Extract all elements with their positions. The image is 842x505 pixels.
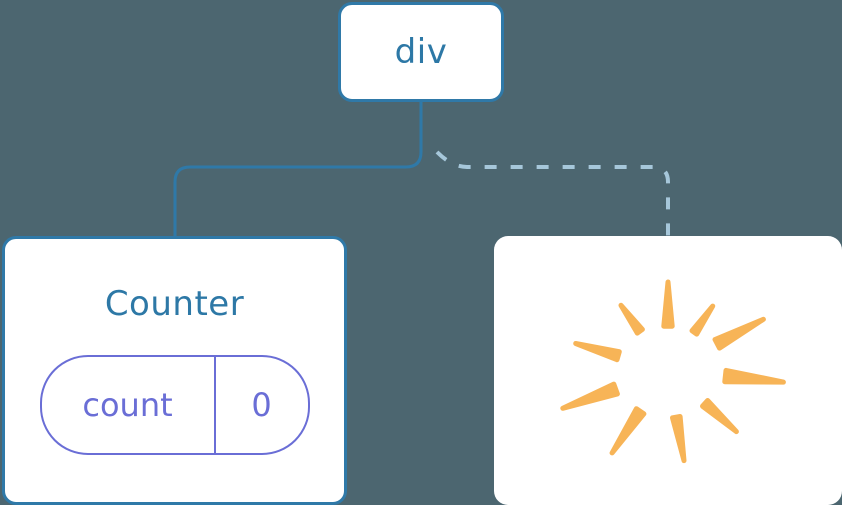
state-value: 0 (251, 386, 272, 424)
state-key: count (42, 357, 216, 453)
sparkle-ray-10 (618, 302, 645, 336)
sparkle-ray-6 (670, 414, 687, 464)
edge-div-to-counter (173, 100, 423, 238)
node-counter-label: Counter (104, 284, 245, 324)
state-pill[interactable]: count 0 (39, 355, 310, 455)
sparkle-ray-1 (661, 279, 675, 329)
sparkle-ray-8 (560, 381, 620, 411)
node-div[interactable]: div (338, 2, 504, 102)
sparkle-ray-3 (712, 316, 766, 351)
node-div-label: div (394, 32, 448, 72)
sparkle-ray-9 (573, 341, 622, 363)
sparkle-ray-2 (689, 303, 716, 337)
sparkle-burst-icon (560, 279, 786, 464)
sparkle-ray-7 (609, 406, 647, 456)
edge-div-to-sparkle (435, 150, 670, 236)
sparkle-ray-4 (722, 367, 786, 385)
node-counter[interactable]: Counter count 0 (2, 236, 347, 505)
node-sparkle[interactable] (494, 236, 842, 505)
sparkle-ray-5 (700, 398, 739, 435)
